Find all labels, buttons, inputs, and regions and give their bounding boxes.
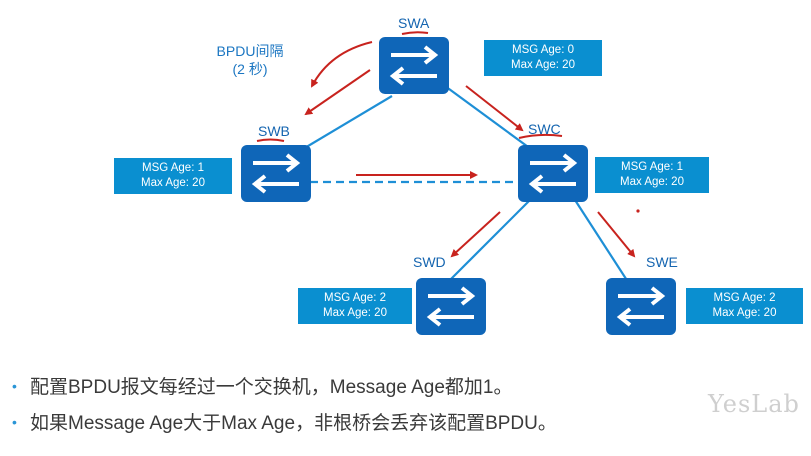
msg-age: MSG Age: 0	[511, 44, 574, 56]
msg-age: MSG Age: 1	[620, 161, 683, 173]
switch-arrows-icon	[616, 286, 666, 327]
arrow-swa-to-swb	[304, 69, 371, 116]
bpdu-interval-title: BPDU间隔	[216, 43, 284, 59]
info-box-swa: MSG Age: 0 Max Age: 20	[484, 40, 602, 76]
msg-age: MSG Age: 1	[141, 162, 204, 174]
label-swc: SWC	[528, 121, 561, 137]
switch-swa[interactable]	[379, 37, 449, 94]
info-box-swe: MSG Age: 2 Max Age: 20	[686, 288, 803, 324]
max-age: Max Age: 20	[511, 59, 575, 71]
link-swc-swe	[574, 199, 631, 286]
max-age: Max Age: 20	[323, 307, 387, 319]
bullet-item: • 配置BPDU报文每经过一个交换机，Message Age都加1。	[12, 372, 712, 408]
label-swd: SWD	[413, 254, 446, 270]
marker-dot	[636, 209, 640, 213]
max-age: Max Age: 20	[712, 307, 777, 319]
bullet-dot-icon: •	[12, 378, 17, 394]
switch-arrows-icon	[528, 153, 578, 194]
bpdu-interval-arrow	[311, 41, 373, 88]
switch-swd[interactable]	[416, 278, 486, 335]
switch-swb[interactable]	[241, 145, 311, 202]
arrow-swc-to-swd	[450, 211, 501, 258]
underline-swc	[518, 133, 563, 139]
label-swa: SWA	[398, 15, 430, 31]
bpdu-interval-note: BPDU间隔 (2 秒)	[195, 42, 305, 78]
switch-swc[interactable]	[518, 145, 588, 202]
arrow-swa-to-swc	[465, 85, 524, 132]
max-age: Max Age: 20	[620, 176, 684, 188]
link-swa-swb	[297, 95, 393, 153]
max-age: Max Age: 20	[141, 177, 205, 189]
bpdu-interval-value: (2 秒)	[232, 61, 268, 77]
bullet-text: 配置BPDU报文每经过一个交换机，Message Age都加1。	[30, 377, 513, 398]
underline-swa	[401, 31, 429, 35]
link-swa-swc	[444, 85, 536, 153]
switch-arrows-icon	[389, 45, 439, 86]
links	[297, 85, 631, 286]
arrow-swc-to-swe	[597, 211, 636, 258]
info-box-swb: MSG Age: 1 Max Age: 20	[114, 158, 232, 194]
switch-arrows-icon	[426, 286, 476, 327]
underline-swb	[256, 138, 285, 142]
link-swc-swd	[444, 199, 531, 286]
switch-swe[interactable]	[606, 278, 676, 335]
bullet-dot-icon: •	[12, 414, 17, 430]
label-swe: SWE	[646, 254, 678, 270]
msg-age: MSG Age: 2	[713, 292, 776, 304]
bullet-item: • 如果Message Age大于Max Age，非根桥会丢弃该配置BPDU。	[12, 408, 712, 444]
info-box-swd: MSG Age: 2 Max Age: 20	[298, 288, 412, 324]
bpdu-arrows	[256, 31, 636, 258]
info-box-swc: MSG Age: 1 Max Age: 20	[595, 157, 709, 193]
watermark: YesLab	[708, 390, 800, 418]
label-swb: SWB	[258, 123, 290, 139]
bullet-text: 如果Message Age大于Max Age，非根桥会丢弃该配置BPDU。	[30, 413, 557, 434]
switch-arrows-icon	[251, 153, 301, 194]
msg-age: MSG Age: 2	[323, 292, 386, 304]
bullet-list: • 配置BPDU报文每经过一个交换机，Message Age都加1。 • 如果M…	[12, 372, 712, 444]
